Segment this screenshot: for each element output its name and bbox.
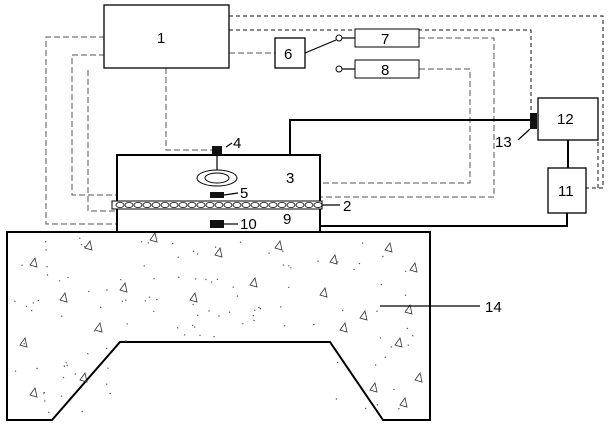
label-6: 6 bbox=[284, 46, 292, 63]
label-9: 9 bbox=[283, 211, 291, 228]
label-1: 1 bbox=[157, 30, 165, 47]
switch-terminal-bottom bbox=[336, 66, 342, 72]
label-10: 10 bbox=[240, 216, 257, 233]
label-8: 8 bbox=[381, 62, 389, 79]
label-2: 2 bbox=[343, 198, 351, 215]
label-11: 11 bbox=[558, 183, 574, 200]
label-12: 12 bbox=[557, 111, 574, 128]
sensor-10 bbox=[210, 220, 224, 228]
label-3: 3 bbox=[286, 170, 294, 187]
switch-lever bbox=[305, 40, 336, 53]
label-14: 14 bbox=[485, 299, 502, 316]
sensor-4 bbox=[212, 146, 222, 155]
label-13: 13 bbox=[495, 134, 512, 151]
label-4: 4 bbox=[233, 135, 241, 152]
label-5: 5 bbox=[240, 185, 248, 202]
power-wiring bbox=[290, 120, 568, 226]
sensor-5 bbox=[210, 192, 224, 198]
controller-box bbox=[104, 5, 229, 68]
concrete-base bbox=[7, 232, 430, 420]
connector-13 bbox=[530, 113, 537, 129]
label-7: 7 bbox=[381, 31, 389, 48]
switch-terminal-top bbox=[336, 35, 342, 41]
